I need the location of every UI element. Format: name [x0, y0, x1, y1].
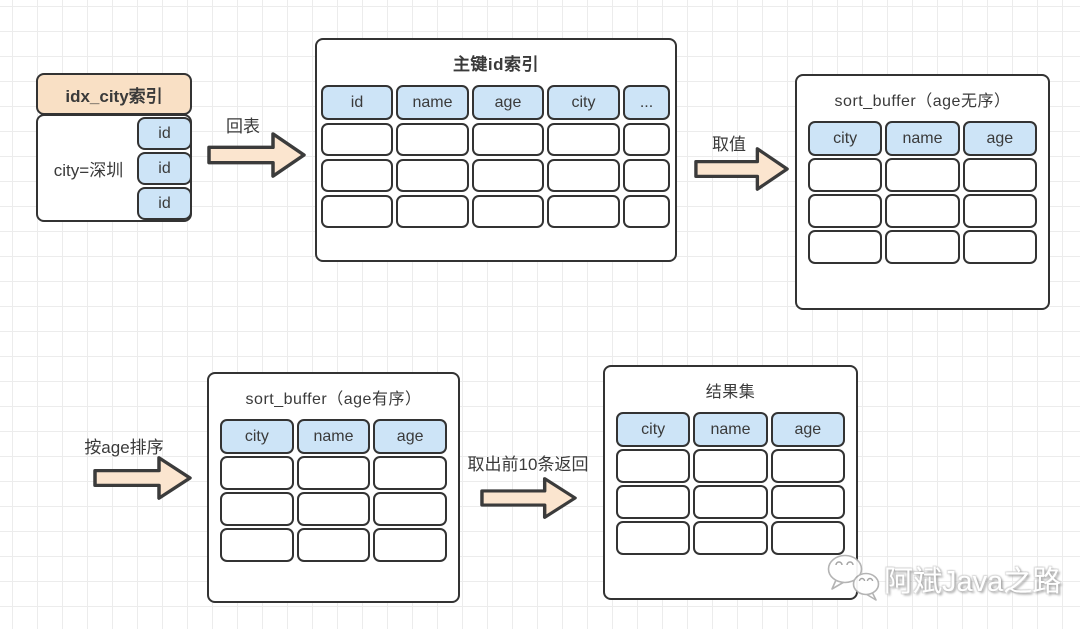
empty-cell [396, 195, 469, 228]
empty-cell [693, 449, 768, 483]
empty-cell [623, 123, 670, 156]
empty-cell [962, 158, 1037, 192]
empty-cell [623, 159, 670, 192]
empty-cell [693, 485, 768, 519]
empty-cell [373, 456, 447, 490]
idx-city-index-title: idx_city索引 [36, 73, 192, 115]
empty-cell [373, 528, 447, 562]
watermark-text: 阿斌Java之路 [884, 566, 1062, 598]
empty-cell [885, 230, 960, 264]
empty-cell [885, 158, 960, 192]
empty-cell [220, 492, 294, 526]
empty-cell [547, 159, 620, 192]
column-header-cell: name [296, 419, 371, 454]
arrow-label-return-top10: 取出前10条返回 [467, 455, 589, 474]
column-header-cell: city [547, 85, 620, 120]
empty-cell [616, 521, 691, 555]
empty-cell [808, 158, 883, 192]
empty-cell [296, 456, 371, 490]
table-title: sort_buffer（age无序） [834, 92, 1011, 110]
right-arrow-icon [207, 132, 306, 178]
right-arrow-icon [694, 147, 789, 191]
empty-cell [770, 485, 845, 519]
column-header-cell: age [770, 412, 845, 447]
empty-cell [616, 449, 691, 483]
right-arrow-icon [93, 456, 192, 500]
empty-cell [547, 195, 620, 228]
empty-cell [623, 195, 670, 228]
empty-cell [962, 230, 1037, 264]
empty-cell [547, 123, 620, 156]
empty-cell [321, 195, 393, 228]
empty-cell [220, 528, 294, 562]
empty-cell [808, 230, 883, 264]
empty-cell [472, 159, 544, 192]
empty-cell [693, 521, 768, 555]
empty-cell [396, 159, 469, 192]
table-title: sort_buffer（age有序） [245, 390, 422, 408]
column-header-cell: city [808, 121, 883, 156]
city-condition-label: city=深圳 [53, 160, 124, 180]
right-arrow-icon [480, 477, 577, 519]
wechat-icon [827, 554, 880, 601]
empty-cell [321, 159, 393, 192]
empty-cell [770, 521, 845, 555]
empty-cell [296, 492, 371, 526]
column-header-cell: name [885, 121, 960, 156]
column-header-cell: ... [623, 85, 670, 120]
column-header-cell: id [321, 85, 393, 120]
table-title: 结果集 [705, 383, 756, 401]
arrow-label-back-to-table: 回表 [226, 117, 260, 136]
empty-cell [770, 449, 845, 483]
column-header-cell: city [220, 419, 294, 454]
arrow-label-fetch-values: 取值 [712, 135, 746, 154]
column-header-cell: age [472, 85, 544, 120]
empty-cell [396, 123, 469, 156]
empty-cell [472, 195, 544, 228]
empty-cell [885, 194, 960, 228]
empty-cell [616, 485, 691, 519]
empty-cell [321, 123, 393, 156]
column-header-cell: name [693, 412, 768, 447]
empty-cell [220, 456, 294, 490]
arrow-label-sort-by-age: 按age排序 [84, 438, 164, 457]
id-pointer-cell: id [137, 187, 192, 220]
empty-cell [296, 528, 371, 562]
empty-cell [472, 123, 544, 156]
column-header-cell: age [962, 121, 1037, 156]
empty-cell [962, 194, 1037, 228]
id-pointer-cell: id [137, 117, 192, 150]
empty-cell [373, 492, 447, 526]
table-title: 主键id索引 [452, 55, 540, 74]
id-pointer-cell: id [137, 152, 192, 185]
column-header-cell: age [373, 419, 447, 454]
column-header-cell: city [616, 412, 691, 447]
empty-cell [808, 194, 883, 228]
column-header-cell: name [396, 85, 469, 120]
